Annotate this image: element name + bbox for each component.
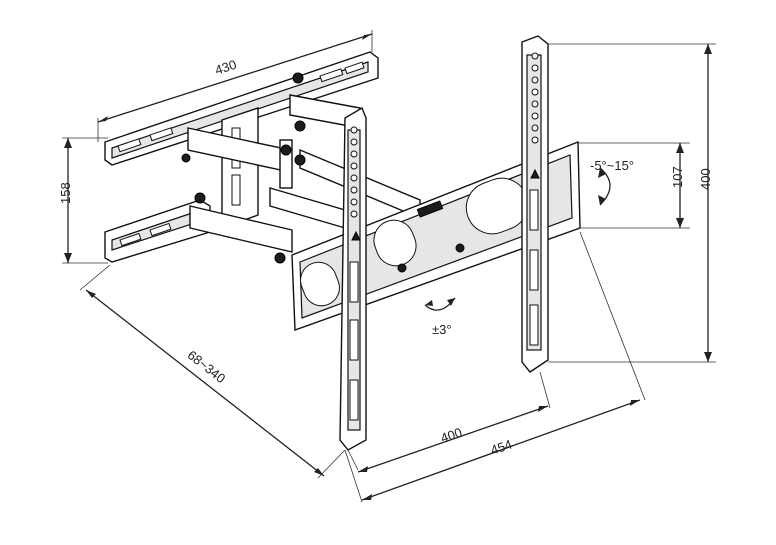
dim-454-label: 454 — [489, 437, 514, 458]
vertical-tv-arm-right — [521, 35, 549, 373]
dim-400-horizontal-label: 400 — [439, 425, 464, 446]
dimension-107: 107 — [578, 142, 690, 229]
dim-400-vertical-label: 400 — [698, 168, 713, 190]
vertical-tv-arm-left — [339, 106, 367, 451]
rotation-label: ±3° — [432, 322, 452, 337]
wall-plate — [104, 51, 379, 263]
dim-430-label: 430 — [213, 57, 238, 78]
tilt-range-label: -5°~15° — [590, 158, 634, 173]
dim-68-340-label: 68~340 — [185, 347, 229, 386]
rotation-annotation: ±3° — [424, 297, 456, 337]
arm-holes — [350, 52, 539, 218]
dimension-400-vertical: 400 — [548, 43, 716, 363]
dimension-400-horizontal: 400 — [347, 371, 551, 473]
dim-107-label: 107 — [670, 166, 685, 188]
dim-158-label: 158 — [58, 182, 73, 204]
articulating-arms — [187, 94, 421, 264]
dimension-158: 158 — [58, 137, 108, 264]
tilt-annotation: -5°~15° — [590, 158, 634, 206]
dimension-454: 454 — [344, 231, 646, 503]
dimension-430: 430 — [97, 30, 373, 142]
